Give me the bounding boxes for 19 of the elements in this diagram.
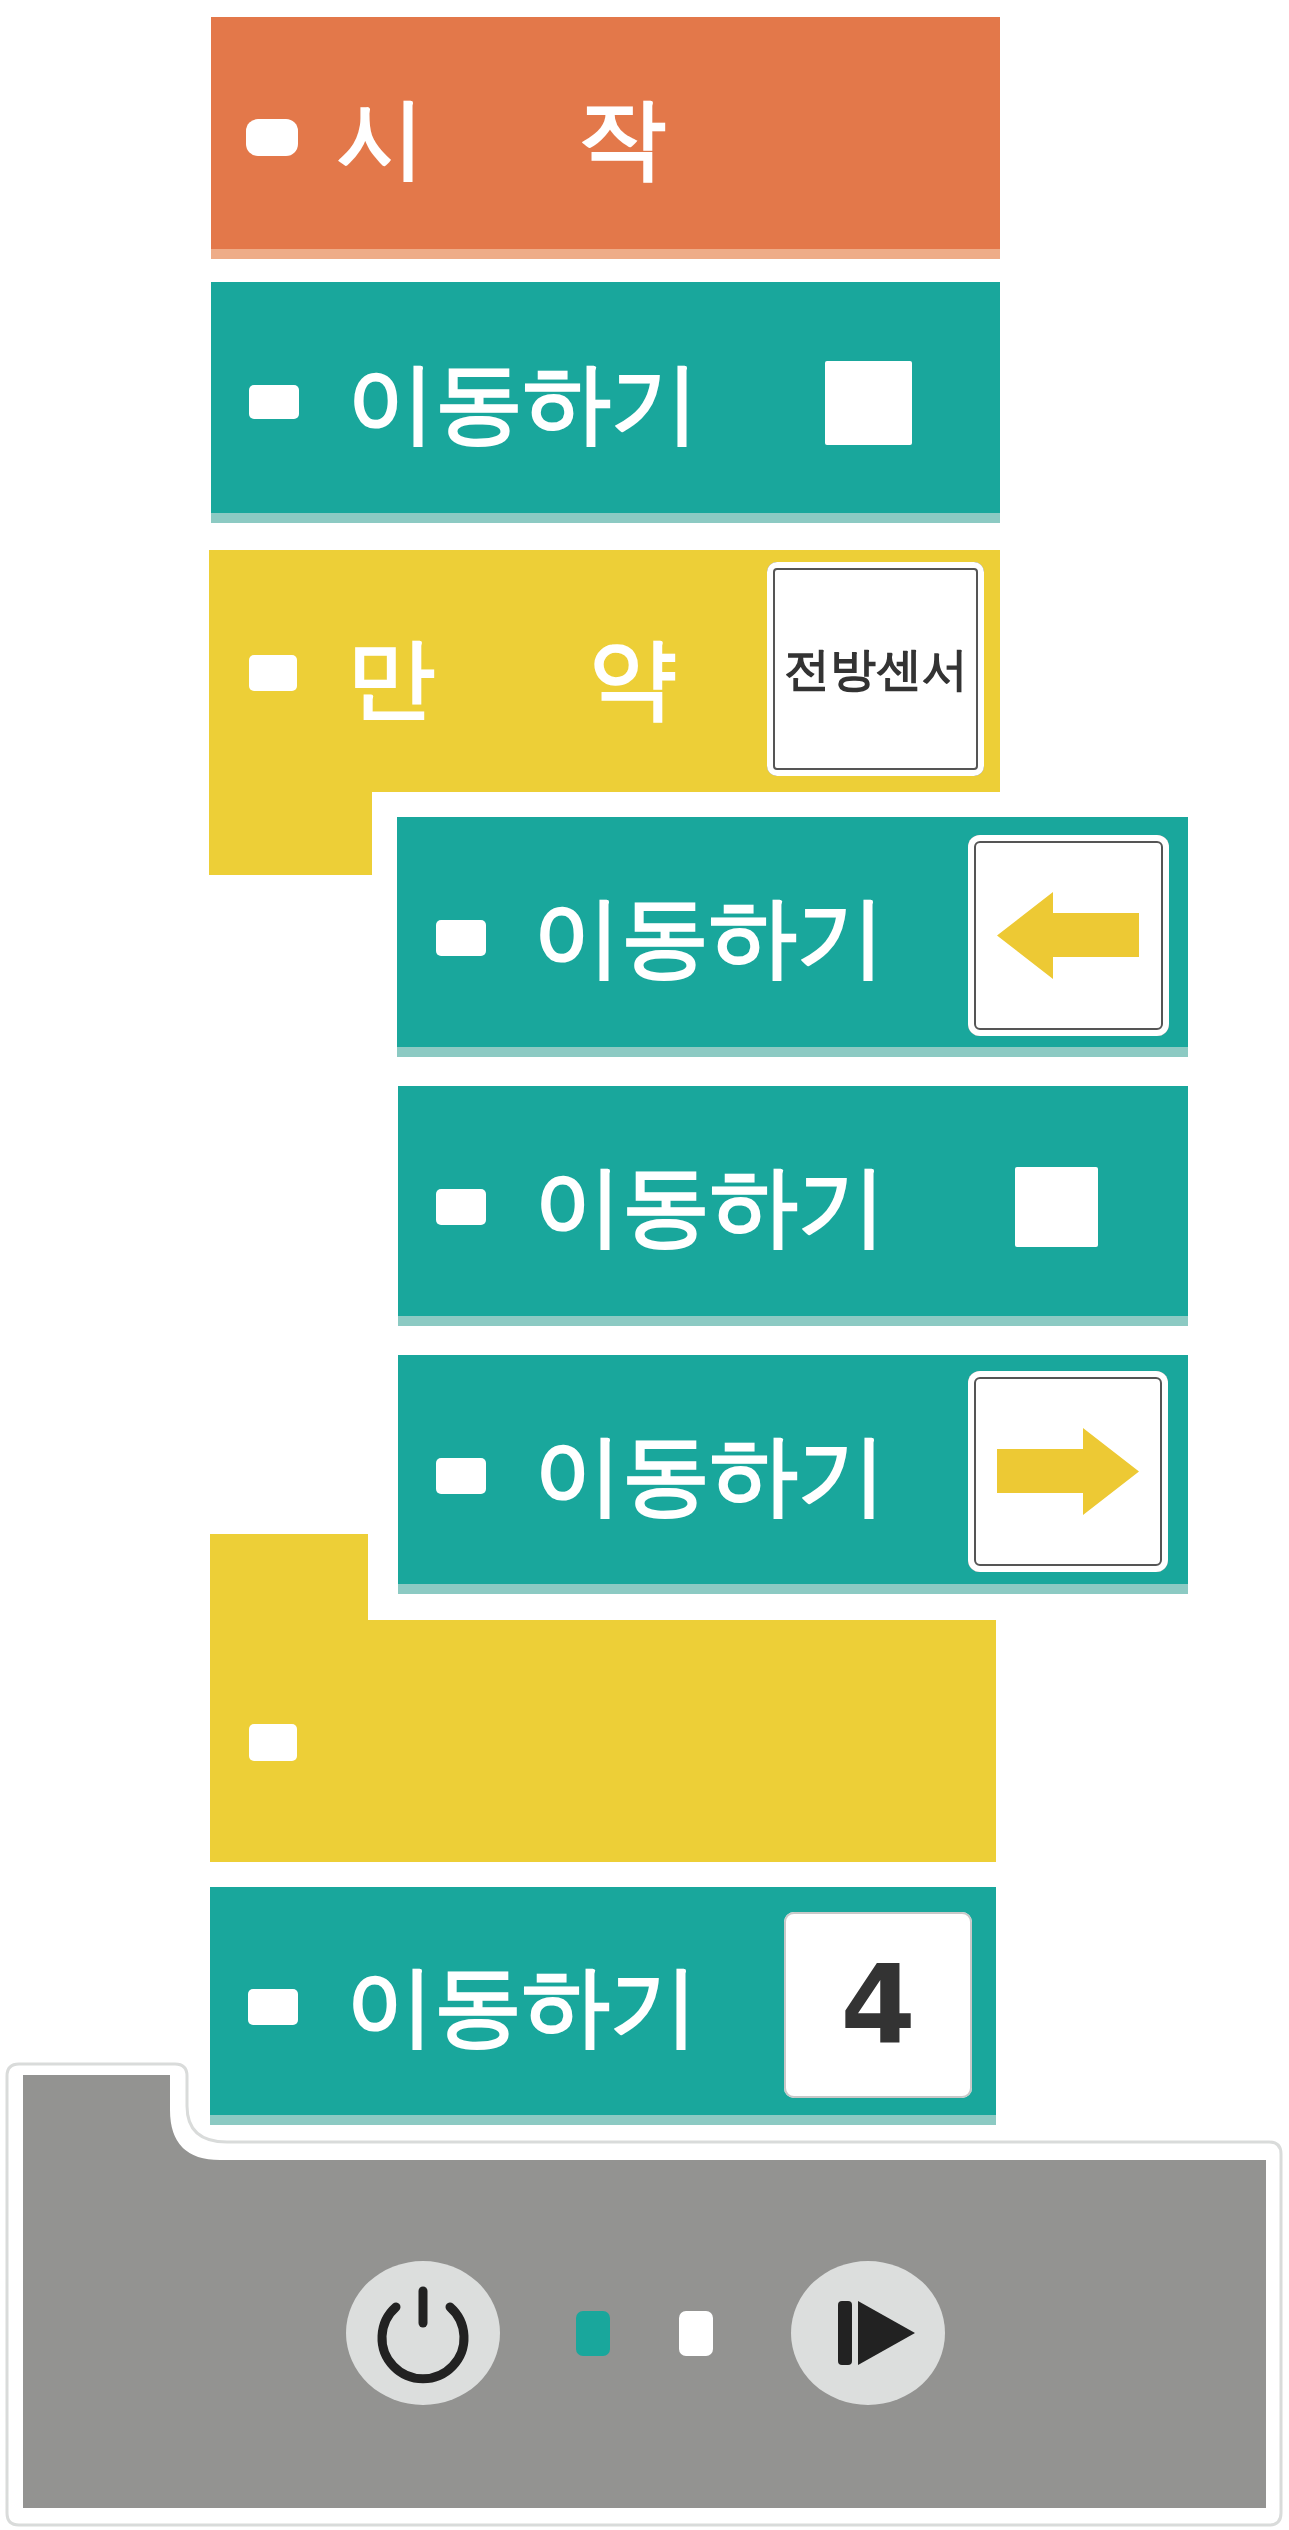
base-board	[5, 2062, 1283, 2527]
block-label: 이동하기	[533, 893, 885, 981]
block-label: 만 약	[347, 634, 676, 722]
command-block	[398, 1086, 1188, 1326]
end-block	[210, 1534, 996, 1862]
arrow-card	[968, 835, 1169, 1036]
command-block	[398, 1355, 1188, 1594]
block-label: 이동하기	[534, 1162, 886, 1250]
number-card: 4	[784, 1912, 972, 2098]
block-label: 이동하기	[534, 1430, 886, 1519]
block-label: 시 작	[337, 94, 666, 182]
arrow-card	[968, 1371, 1168, 1572]
block-label: 이동하기	[347, 358, 699, 447]
start-block	[211, 17, 1000, 259]
label-card: 전방센서	[767, 562, 984, 776]
block-label: 이동하기	[346, 1962, 698, 2050]
command-block	[210, 1887, 996, 2125]
command-block	[211, 282, 1000, 523]
command-block	[397, 817, 1188, 1057]
